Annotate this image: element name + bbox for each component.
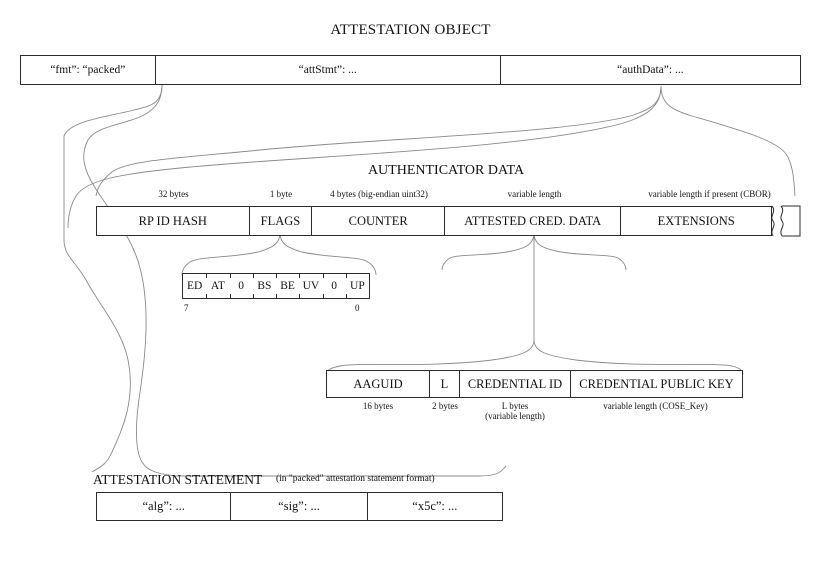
flag-bit-uv[interactable]: UV — [299, 273, 322, 299]
field-sig[interactable]: “sig”: ... — [231, 493, 368, 520]
size-credential-public-key: variable length (COSE_Key) — [603, 401, 708, 411]
flag-bit-up[interactable]: UP — [345, 273, 369, 299]
flag-bit-bs[interactable]: BS — [252, 273, 276, 299]
field-credential-id-length[interactable]: L — [430, 371, 460, 397]
field-extensions[interactable]: EXTENSIONS — [657, 213, 735, 228]
flag-bit-reserved-1[interactable]: 0 — [322, 273, 346, 299]
flag-bit-be[interactable]: BE — [276, 273, 299, 299]
attestation-statement-note: (in "packed" attestation statement forma… — [276, 474, 435, 484]
field-aaguid[interactable]: AAGUID — [327, 371, 430, 397]
flags-byte-box: ED AT 0 BS BE UV 0 UP — [182, 273, 370, 299]
attestation-statement-row: “alg”: ... “sig”: ... “x5c”: ... — [96, 492, 503, 521]
size-aaguid: 16 bytes — [362, 401, 394, 411]
field-authdata[interactable]: “authData”: ... — [617, 64, 684, 76]
field-flags[interactable]: FLAGS — [250, 207, 313, 235]
field-credential-id[interactable]: CREDENTIAL ID — [460, 371, 571, 397]
attestation-statement-title: ATTESTATION STATEMENT — [93, 472, 263, 487]
size-flags: 1 byte — [269, 189, 293, 199]
field-attested-cred-data[interactable]: ATTESTED CRED. DATA — [445, 207, 622, 235]
flag-bit-at[interactable]: AT — [206, 273, 229, 299]
size-extensions: variable length if present (CBOR) — [648, 189, 771, 199]
flag-bit-reserved-5[interactable]: 0 — [229, 273, 253, 299]
size-attested-cred-data: variable length — [507, 189, 562, 199]
truncation-break-icon — [771, 205, 801, 237]
field-credential-public-key[interactable]: CREDENTIAL PUBLIC KEY — [579, 376, 734, 391]
field-counter[interactable]: COUNTER — [312, 207, 445, 235]
field-alg[interactable]: “alg”: ... — [97, 493, 232, 520]
authenticator-data-title: AUTHENTICATOR DATA — [367, 163, 525, 178]
size-credential-id: L bytes(variable length) — [485, 401, 545, 422]
size-rp-id-hash: 32 bytes — [158, 189, 189, 199]
flags-lsb-label: 0 — [355, 303, 360, 313]
size-counter: 4 bytes (big-endian uint32) — [330, 189, 428, 199]
flags-msb-label: 7 — [184, 303, 189, 313]
field-rp-id-hash[interactable]: RP ID HASH — [97, 207, 250, 235]
size-credential-id-length: 2 bytes — [432, 401, 458, 411]
attestation-object-row: “fmt”: “packed” “attStmt”: ... “authData… — [20, 55, 801, 85]
field-attstmt[interactable]: “attStmt”: ... — [156, 56, 501, 84]
field-x5c[interactable]: “x5c”: ... — [412, 499, 458, 513]
diagram-title: ATTESTATION OBJECT — [330, 22, 491, 38]
flag-bit-ed[interactable]: ED — [186, 280, 203, 292]
authenticator-data-row: RP ID HASH FLAGS COUNTER ATTESTED CRED. … — [96, 206, 772, 236]
field-fmt[interactable]: “fmt”: “packed” — [21, 56, 156, 84]
attested-credential-data-row: AAGUID L CREDENTIAL ID CREDENTIAL PUBLIC… — [326, 370, 743, 398]
